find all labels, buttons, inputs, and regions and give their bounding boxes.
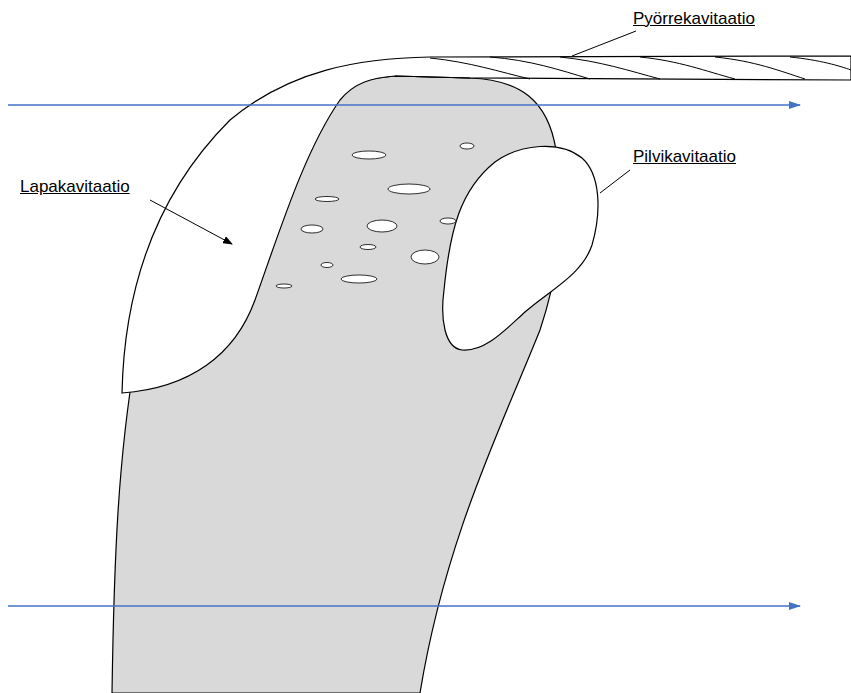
bubbles — [276, 143, 474, 288]
callout-label: Pilvikavitaatio — [633, 147, 736, 167]
cloud-cavity — [443, 146, 598, 350]
flow-arrow — [8, 605, 800, 607]
flow-arrow — [8, 104, 800, 106]
leader-line — [600, 170, 630, 193]
leader-line — [150, 200, 232, 244]
callout-label: Lapakavitaatio — [20, 177, 130, 197]
vortex-twist — [430, 57, 851, 79]
sheet-cavity — [122, 56, 851, 393]
leader-line — [572, 31, 636, 56]
callout-label: Pyörrekavitaatio — [633, 9, 755, 29]
